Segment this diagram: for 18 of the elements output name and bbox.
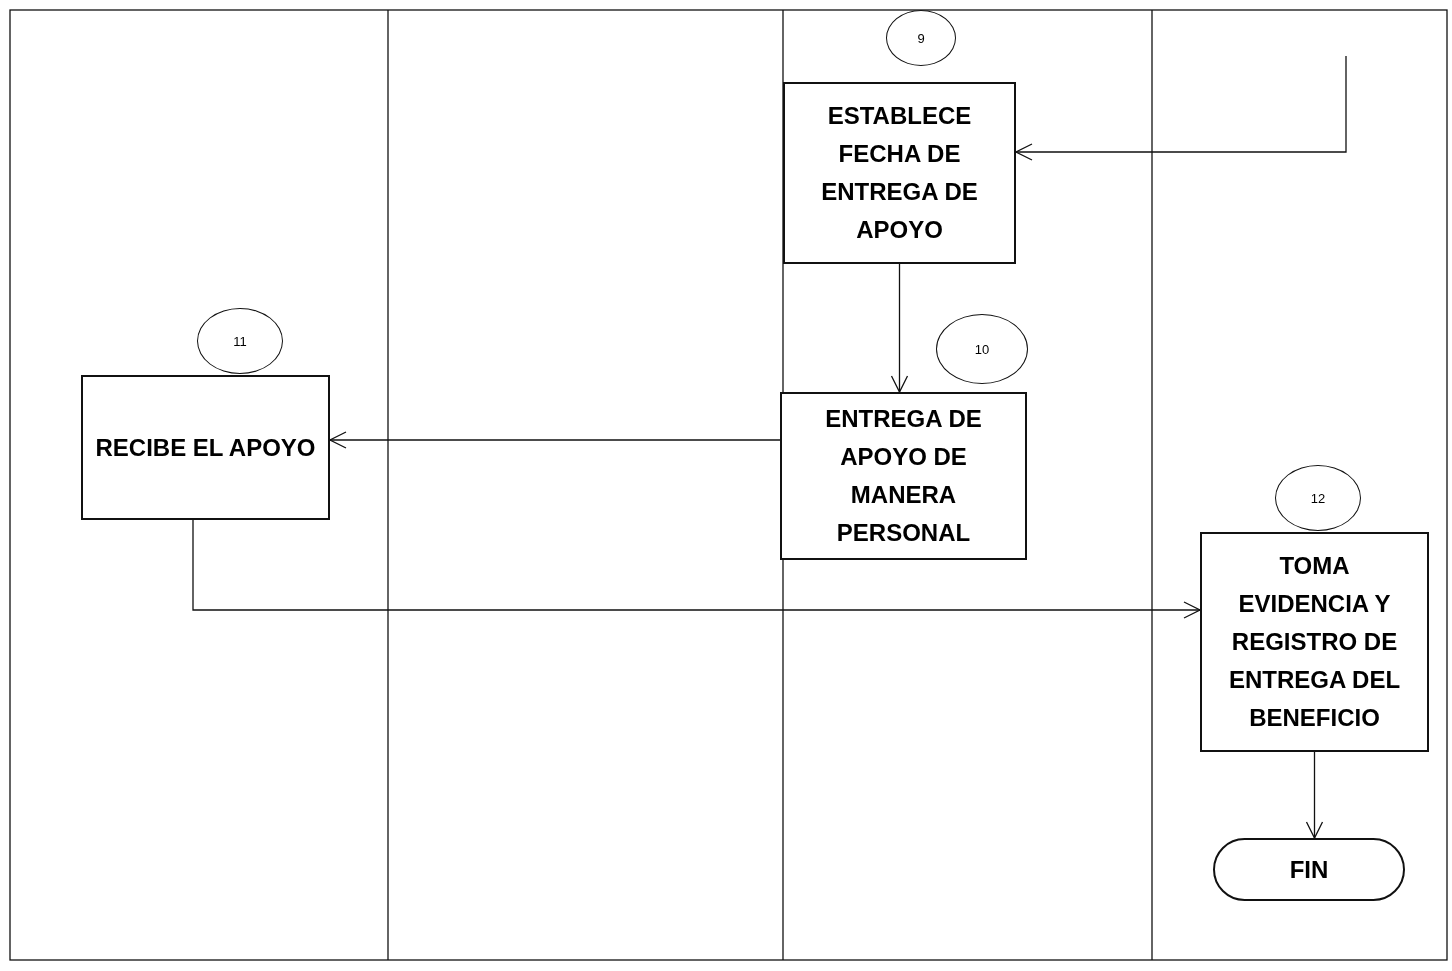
arrow — [329, 431, 781, 449]
step-number: 10 — [974, 341, 990, 357]
step-number: 12 — [1310, 490, 1326, 506]
step-label: ESTABLECE FECHA DE ENTREGA DE APOYO — [820, 101, 979, 245]
arrow — [1305, 751, 1324, 839]
arrow — [1015, 55, 1347, 161]
step-label: TOMA EVIDENCIA Y REGISTRO DE ENTREGA DEL BENEFICIO — [1227, 551, 1402, 733]
step-label: FIN — [1289, 855, 1329, 884]
process-box — [81, 375, 330, 520]
step-label: RECIBE EL APOYO — [95, 432, 316, 463]
step-number: 9 — [917, 30, 925, 46]
arrow — [192, 519, 1201, 619]
process-box — [1200, 532, 1429, 752]
step-number: 11 — [233, 333, 247, 349]
process-box — [783, 82, 1016, 264]
arrow — [890, 263, 909, 393]
process-box — [780, 392, 1027, 560]
step-label: ENTREGA DE APOYO DE MANERA PERSONAL — [824, 404, 983, 548]
